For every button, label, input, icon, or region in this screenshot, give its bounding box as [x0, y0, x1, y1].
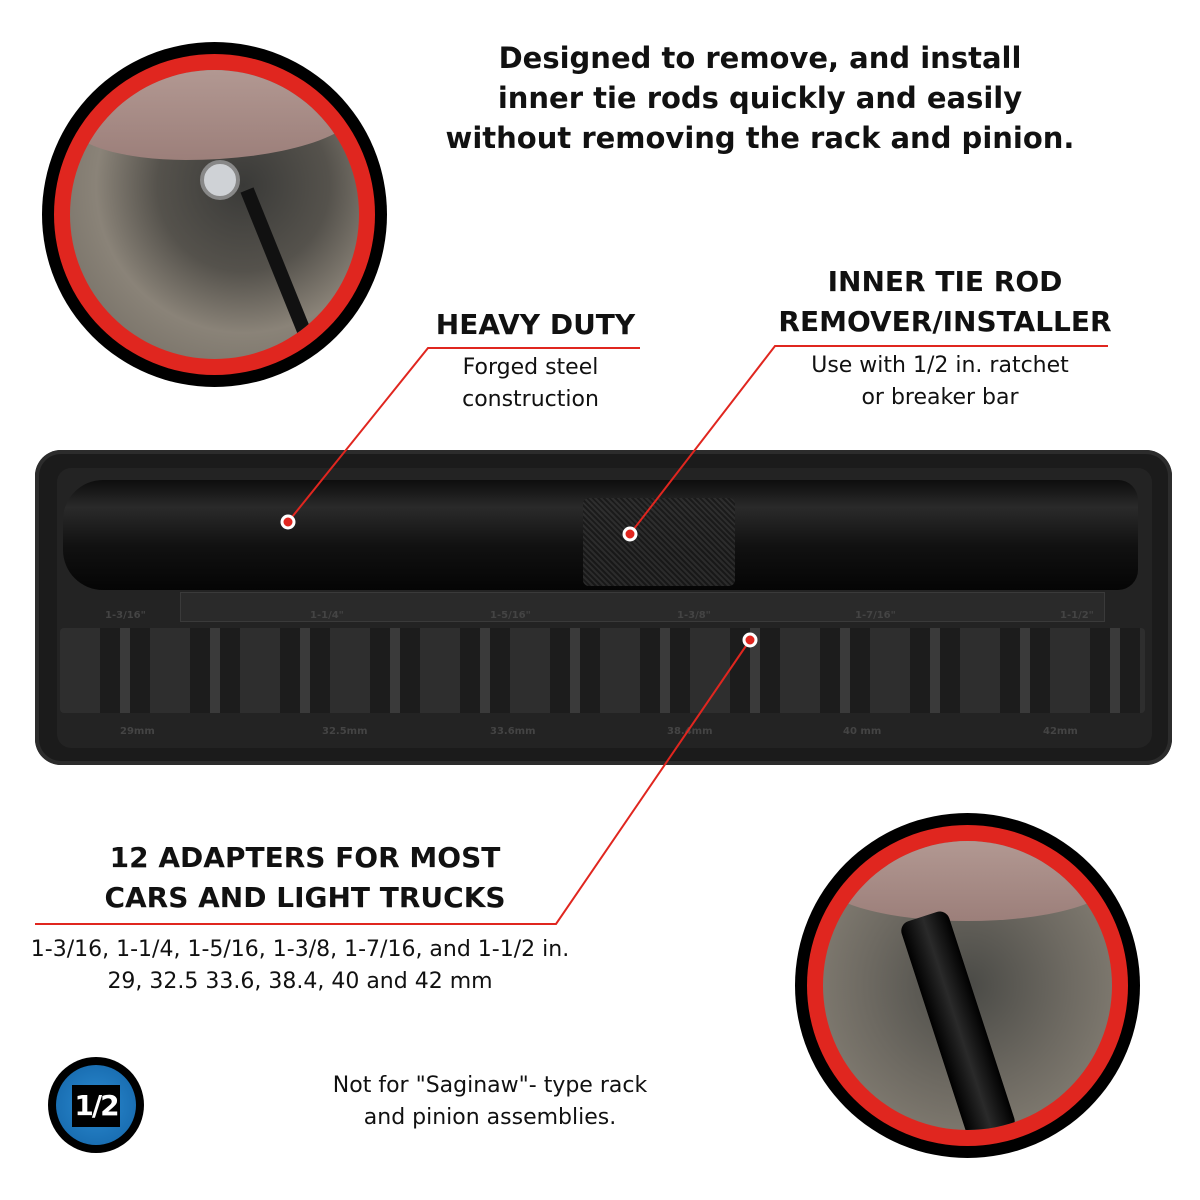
case-label: 1-1/2"	[1060, 610, 1094, 621]
title-line: REMOVER/INSTALLER	[778, 305, 1112, 338]
tool-case: 1-3/16" 1-1/4" 1-5/16" 1-3/8" 1-7/16" 1-…	[35, 450, 1172, 765]
drive-size-badge: 1/2	[48, 1057, 144, 1153]
callout-dot	[280, 514, 296, 530]
case-label: 33.6mm	[490, 726, 536, 737]
case-label: 42mm	[1043, 726, 1078, 737]
case-label: 32.5mm	[322, 726, 368, 737]
inner-tie-rod-desc: Use with 1/2 in. ratchet or breaker bar	[775, 350, 1105, 414]
sizes-inch: 1-3/16, 1-1/4, 1-5/16, 1-3/8, 1-7/16, an…	[30, 937, 570, 962]
sizes-mm: 29, 32.5 33.6, 38.4, 40 and 42 mm	[107, 969, 493, 994]
case-label: 1-1/4"	[310, 610, 344, 621]
callout-heavy-duty	[287, 347, 640, 523]
case-label: 40 mm	[843, 726, 882, 737]
callout-inner-tie-rod	[629, 345, 1108, 535]
case-label: 1-3/16"	[105, 610, 146, 621]
case-label: 1-7/16"	[855, 610, 896, 621]
case-label: 38.4mm	[667, 726, 713, 737]
desc-line: or breaker bar	[861, 385, 1019, 410]
inner-tie-rod-title: INNER TIE ROD REMOVER/INSTALLER	[775, 262, 1115, 342]
heavy-duty-desc: Forged steel construction	[428, 352, 633, 416]
headline-line: without removing the rack and pinion.	[445, 121, 1075, 155]
drive-size-label: 1/2	[72, 1085, 120, 1127]
adapter-sizes: 1-3/16, 1-1/4, 1-5/16, 1-3/8, 1-7/16, an…	[20, 934, 580, 998]
title-line: INNER TIE ROD	[827, 265, 1063, 298]
headline: Designed to remove, and install inner ti…	[440, 38, 1080, 158]
note-line: and pinion assemblies.	[363, 1105, 617, 1130]
callout-dot	[742, 632, 758, 648]
title-line: 12 ADAPTERS FOR MOST	[109, 841, 501, 874]
case-label: 1-5/16"	[490, 610, 531, 621]
knurled-grip	[583, 498, 735, 586]
note-line: Not for "Saginaw"- type rack	[332, 1073, 648, 1098]
saginaw-note: Not for "Saginaw"- type rack and pinion …	[300, 1070, 680, 1134]
desc-line: Use with 1/2 in. ratchet	[811, 353, 1069, 378]
callout-adapters	[35, 639, 751, 925]
photo-installation-top	[42, 42, 387, 387]
headline-line: inner tie rods quickly and easily	[497, 81, 1023, 115]
desc-line: construction	[462, 387, 599, 412]
case-label: 1-3/8"	[677, 610, 711, 621]
title-line: CARS AND LIGHT TRUCKS	[104, 881, 506, 914]
adapter-tray	[60, 628, 1145, 713]
heavy-duty-title: HEAVY DUTY	[435, 308, 636, 341]
headline-line: Designed to remove, and install	[498, 41, 1022, 75]
callout-dot	[622, 526, 638, 542]
adapters-title: 12 ADAPTERS FOR MOST CARS AND LIGHT TRUC…	[90, 838, 520, 918]
case-label: 29mm	[120, 726, 155, 737]
photo-installation-bottom	[795, 813, 1140, 1158]
desc-line: Forged steel	[462, 355, 599, 380]
